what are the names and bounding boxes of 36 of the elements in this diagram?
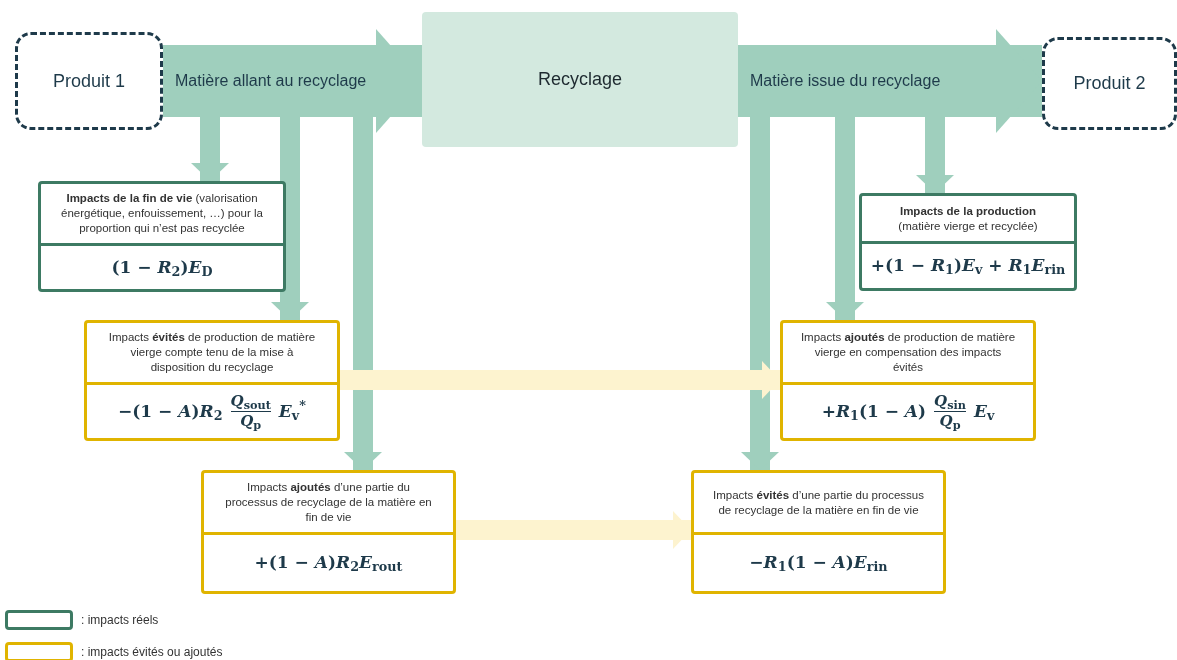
edge-label: Matière allant au recyclage bbox=[175, 71, 367, 91]
impact-description: Impacts de la fin de vie (valorisation énergétique, enfouissement, …) pour la proportion qui n’est pas recyclée bbox=[60, 191, 264, 236]
arrow bbox=[340, 361, 780, 399]
impact-description: Impacts évités d’une partie du processus de recyclage de la matière en fin de vie bbox=[712, 487, 925, 518]
formula: +(1 − A)R$_{2}$E$_{rout}$ bbox=[254, 551, 403, 576]
arrow bbox=[456, 511, 691, 549]
impact-description: Impacts ajoutés de production de matière vierge en compensation des impacts évités bbox=[799, 330, 1017, 375]
arrow bbox=[826, 117, 864, 320]
formula: (1 − R$_{2}$)E$_{D}$ bbox=[111, 255, 213, 281]
arrow bbox=[344, 117, 382, 470]
impact-card bbox=[859, 193, 1077, 291]
product-label: Produit 1 bbox=[52, 69, 125, 93]
impact-card bbox=[201, 470, 456, 594]
impact-card bbox=[691, 470, 946, 594]
arrow bbox=[191, 117, 229, 181]
impact-card bbox=[38, 181, 286, 292]
product-box bbox=[15, 32, 163, 130]
arrow bbox=[738, 29, 1042, 133]
arrow bbox=[271, 117, 309, 320]
formula: −R$_{1}$(1 − A)E$_{rin}$ bbox=[749, 551, 888, 576]
impact-card bbox=[84, 320, 340, 441]
arrow bbox=[163, 29, 422, 133]
arrow bbox=[741, 117, 779, 470]
impact-description: Impacts de la production (matière vierge et recyclée) bbox=[897, 203, 1039, 234]
impact-description: Impacts évités de production de matière vierge compte tenu de la mise à disposition du recyclage bbox=[107, 330, 317, 375]
impact-card bbox=[780, 320, 1036, 441]
legend-label: : impacts évités ou ajoutés bbox=[81, 644, 223, 660]
arrow bbox=[916, 117, 954, 193]
product-box bbox=[1042, 37, 1177, 130]
edge-label: Matière issue du recyclage bbox=[750, 71, 941, 91]
legend-label: : impacts réels bbox=[81, 612, 159, 629]
formula: +(1 − R$_{1}$)E$_{v}$ + R$_{1}$E$_{rin}$ bbox=[870, 254, 1066, 279]
process-label: Recyclage bbox=[537, 68, 622, 91]
product-label: Produit 2 bbox=[1073, 72, 1146, 95]
process-panel bbox=[422, 12, 738, 147]
impact-description: Impacts ajoutés d’une partie du processus de recyclage de la matière en fin de vie bbox=[224, 480, 433, 525]
